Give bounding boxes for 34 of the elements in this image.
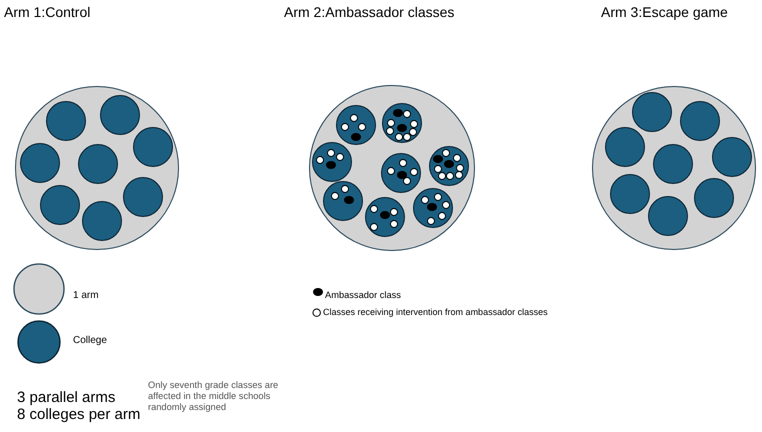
college-circle bbox=[46, 101, 86, 141]
college-circle bbox=[78, 144, 118, 184]
college-circle bbox=[632, 92, 672, 132]
arm-heading: Arm 3:Escape game bbox=[601, 4, 728, 20]
college-circle bbox=[694, 178, 734, 218]
college-circle bbox=[653, 144, 693, 184]
college-circle bbox=[429, 146, 469, 186]
legend-label: 1 arm bbox=[73, 290, 99, 302]
legend-label: Classes receiving intervention from ambassador classes bbox=[323, 307, 548, 318]
legend-label: Ambassador class bbox=[325, 290, 401, 301]
summary-text: 3 parallel arms bbox=[17, 389, 116, 406]
college-circle bbox=[712, 137, 752, 177]
college-circle bbox=[336, 105, 376, 145]
arm-heading: Arm 1:Control bbox=[4, 4, 90, 20]
summary-text: 8 colleges per arm bbox=[17, 406, 140, 424]
legend-label: College bbox=[73, 335, 107, 346]
college-circle bbox=[312, 142, 352, 182]
note-text: Only seventh grade classes are affected in the middle schools randomly assigned bbox=[148, 380, 280, 414]
college-circle bbox=[382, 103, 422, 143]
college-circle bbox=[133, 127, 173, 167]
college-circle bbox=[605, 127, 645, 167]
college-circle bbox=[413, 188, 453, 228]
college-circle bbox=[20, 143, 60, 183]
college-circle bbox=[40, 185, 80, 225]
college-circle bbox=[381, 153, 421, 193]
college-circle bbox=[100, 95, 140, 135]
college-circle bbox=[82, 201, 122, 241]
college-circle bbox=[610, 174, 650, 214]
college-circle bbox=[365, 197, 405, 237]
college-circle bbox=[323, 181, 363, 221]
college-circle bbox=[123, 177, 163, 217]
arm-heading: Arm 2:Ambassador classes bbox=[284, 4, 454, 20]
college-circle bbox=[648, 196, 688, 236]
college-circle bbox=[680, 101, 720, 141]
